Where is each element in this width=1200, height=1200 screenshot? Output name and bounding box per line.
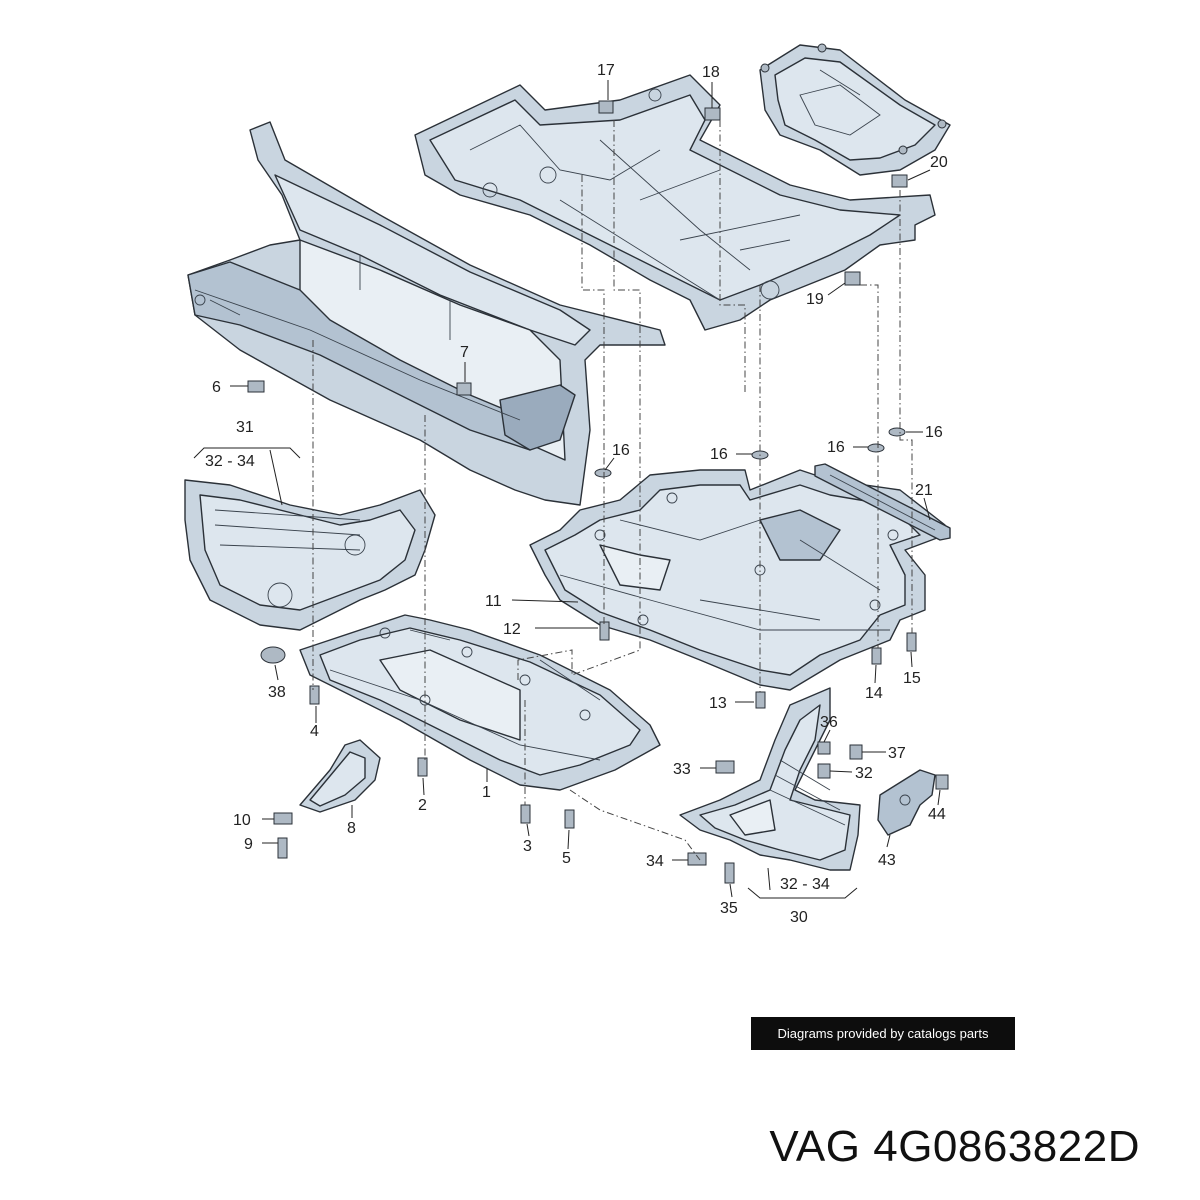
callout-15: 15: [903, 670, 921, 687]
front-subframe: [414, 74, 936, 331]
part-number-title: VAG 4G0863822D: [769, 1122, 1140, 1171]
callout-35: 35: [720, 900, 738, 917]
callout-37: 37: [888, 745, 906, 762]
callout-44: 44: [928, 806, 946, 823]
nut-44: [935, 774, 949, 790]
callout-30: 30: [790, 909, 808, 926]
bolt-35: [724, 862, 735, 884]
wheel-arch-liner-left: [184, 479, 436, 631]
bolt-3: [520, 804, 531, 824]
noise-insulation-tray-rear: [529, 469, 946, 691]
callout-11: 11: [485, 593, 502, 610]
callout-5: 5: [562, 850, 571, 867]
clip-10: [273, 812, 293, 825]
callout-9: 9: [244, 836, 253, 853]
bolt-15: [906, 632, 917, 652]
clip-33: [715, 760, 735, 774]
callout-12: 12: [503, 621, 521, 638]
wheel-arch-liner-right: [679, 687, 861, 871]
alignment-lines: [312, 120, 913, 861]
callout-32: 32: [855, 765, 873, 782]
callout-2: 2: [418, 797, 427, 814]
callout-4: 4: [310, 723, 319, 740]
clip-20: [891, 174, 908, 188]
noise-insulation-tray-front: [299, 614, 661, 791]
callout-17: 17: [597, 62, 615, 79]
clip-18: [704, 107, 721, 121]
callout-19: 19: [806, 291, 824, 308]
clip-19: [844, 271, 861, 286]
callout-16-b: 16: [710, 446, 728, 463]
callout-21: 21: [915, 482, 933, 499]
callout-16-a: 16: [612, 442, 630, 459]
trim-strip: [814, 463, 951, 541]
callout-20: 20: [930, 154, 948, 171]
screw-36: [817, 741, 831, 755]
leader-lines: [193, 80, 941, 899]
washer-16a: [594, 468, 612, 478]
callout-1: 1: [482, 784, 491, 801]
fasteners: [247, 100, 949, 884]
engine-mount-bracket: [759, 43, 951, 176]
mounting-bracket: [877, 769, 936, 836]
callout-13: 13: [709, 695, 727, 712]
callout-36: 36: [820, 714, 838, 731]
callout-3: 3: [523, 838, 532, 855]
callout-32-34-left: 32 - 34: [205, 453, 255, 470]
clip-17: [598, 100, 614, 114]
callout-14: 14: [865, 685, 883, 702]
bolt-4: [309, 685, 320, 705]
callout-38: 38: [268, 684, 286, 701]
washer-16c: [867, 443, 885, 453]
callout-8: 8: [347, 820, 356, 837]
callout-31: 31: [236, 419, 254, 436]
callout-18: 18: [702, 64, 720, 81]
callout-6: 6: [212, 379, 221, 396]
clip-34: [687, 852, 707, 866]
washer-16d: [888, 427, 906, 437]
clip-6: [247, 380, 265, 393]
credit-banner: Diagrams provided by catalogs parts: [751, 1017, 1015, 1050]
bolt-9: [277, 837, 288, 859]
grommet-38: [260, 646, 286, 664]
callout-34: 34: [646, 853, 664, 870]
callout-7: 7: [460, 344, 469, 361]
callout-43: 43: [878, 852, 896, 869]
bolt-13: [755, 691, 766, 709]
callout-33: 33: [673, 761, 691, 778]
bolt-2: [417, 757, 428, 777]
front-bumper-carrier: [187, 121, 666, 506]
clip-7: [456, 382, 472, 396]
screw-37: [849, 744, 863, 760]
clip-32: [817, 763, 831, 779]
air-deflector: [299, 739, 381, 813]
callout-labels: 6 7 17 18 20 19 16 16 16 16 21 11 12 13 …: [205, 62, 948, 926]
callout-10: 10: [233, 812, 251, 829]
bolt-5: [564, 809, 575, 829]
callout-32-34-right: 32 - 34: [780, 876, 830, 893]
callout-16-d: 16: [925, 424, 943, 441]
bolt-12: [599, 621, 610, 641]
callout-16-c: 16: [827, 439, 845, 456]
bolt-14: [871, 647, 882, 665]
